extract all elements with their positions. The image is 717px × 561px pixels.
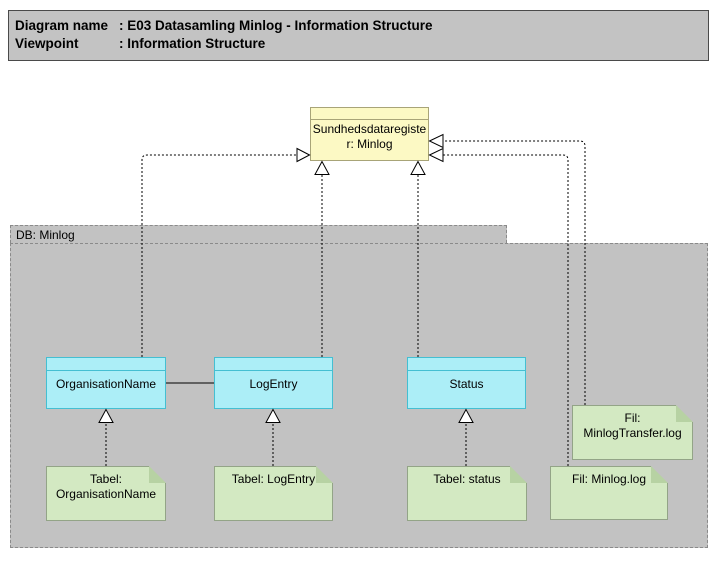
note-fil-minlog-log-label: Fil: Minlog.log (571, 472, 647, 486)
note-tabel-organisationname-label: Tabel: OrganisationName (55, 472, 157, 501)
title-row-diagram-name: Diagram name : E03 Datasamling Minlog - I… (15, 17, 708, 35)
node-status-label: Status (449, 377, 484, 391)
note-fil-minlogtransfer-log-label: Fil: MinlogTransfer.log (583, 411, 682, 440)
node-logentry[interactable]: LogEntry (214, 357, 333, 409)
class-compartment-divider (47, 370, 165, 371)
node-sundhedsdataregister-label: Sundhedsdataregister: Minlog (312, 122, 427, 151)
note-tabel-status[interactable]: Tabel: status (407, 466, 527, 521)
object-compartment-divider (311, 119, 428, 120)
note-tabel-organisationname[interactable]: Tabel: OrganisationName (46, 466, 166, 521)
diagram-name-label: Diagram name (15, 18, 109, 33)
note-fil-minlogtransfer-log[interactable]: Fil: MinlogTransfer.log (572, 405, 693, 460)
realization-arrowhead (410, 160, 426, 175)
note-tabel-logentry-label: Tabel: LogEntry (231, 472, 316, 486)
note-fil-minlog-log[interactable]: Fil: Minlog.log (550, 466, 668, 520)
realization-arrowhead (428, 147, 444, 163)
diagram-name-value: : E03 Datasamling Minlog - Information S… (119, 18, 433, 33)
diagram-title-block: Diagram name : E03 Datasamling Minlog - I… (8, 10, 709, 61)
note-tabel-logentry[interactable]: Tabel: LogEntry (214, 466, 333, 521)
realization-arrowhead (428, 133, 444, 149)
class-compartment-divider (408, 370, 525, 371)
node-sundhedsdataregister[interactable]: Sundhedsdataregister: Minlog (310, 107, 429, 161)
title-row-viewpoint: Viewpoint : Information Structure (15, 35, 708, 53)
node-organisationname-label: OrganisationName (55, 377, 157, 391)
realization-arrowhead (314, 160, 330, 175)
group-db-minlog-label: DB: Minlog (16, 228, 75, 242)
node-logentry-label: LogEntry (249, 377, 298, 391)
viewpoint-value: : Information Structure (119, 36, 266, 51)
node-status[interactable]: Status (407, 357, 526, 409)
note-tabel-status-label: Tabel: status (433, 472, 501, 486)
group-db-minlog-tab[interactable]: DB: Minlog (10, 225, 507, 243)
class-compartment-divider (215, 370, 332, 371)
node-organisationname[interactable]: OrganisationName (46, 357, 166, 409)
realization-arrowhead (296, 147, 311, 163)
viewpoint-label: Viewpoint (15, 36, 79, 51)
